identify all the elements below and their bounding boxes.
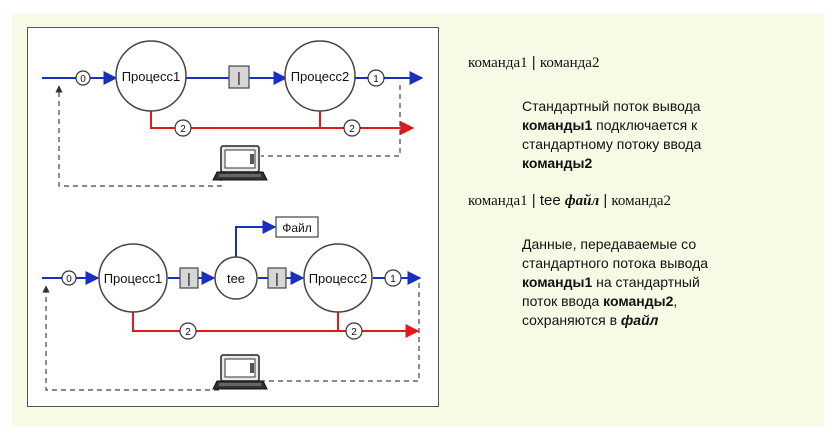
desc1-line3: стандартному потоку ввода: [522, 136, 702, 152]
computer-terminal-icon: [212, 354, 268, 390]
desc2-rest3: на стандартный: [592, 274, 700, 290]
heading-pipe-command: команда1 | команда2: [468, 54, 599, 72]
bottom-pipe1-label: |: [187, 270, 191, 286]
diagram-panel: Процесс1 Процесс2 | 0 1 2 2: [27, 27, 439, 407]
desc2-cmd1: команды1: [522, 274, 593, 290]
desc1-line1: Стандартный поток вывода: [522, 98, 701, 114]
bottom-process1-node: [98, 243, 168, 313]
bottom-file-box: [275, 216, 319, 238]
top-pipe-box: [228, 65, 250, 89]
heading2-separator: |: [599, 192, 612, 209]
top-process2-node: [284, 40, 356, 112]
desc1-cmd2: команды2: [522, 155, 593, 171]
heading-tee-command: команда1 | tee файл | команда2: [468, 192, 671, 210]
bottom-fd1-badge: [384, 269, 402, 287]
bottom-pipe2-label: |: [275, 270, 279, 286]
desc1-cmd1: команды1: [522, 117, 593, 133]
top-dashed-loop: [261, 85, 401, 157]
bottom-pipeline: Файл Процесс1 tee Процесс2 | | 0 1 2 2: [42, 216, 422, 391]
heading1-separator: |: [527, 54, 540, 71]
top-fd2-right-label: 2: [349, 124, 355, 135]
desc2-line5a: сохраняются в: [522, 312, 621, 328]
heading2-mid: | tee: [527, 192, 565, 209]
bottom-tee-node: [214, 256, 258, 300]
bottom-fd2-badge: [179, 322, 197, 340]
bottom-process2-node: [303, 243, 373, 313]
bottom-fd0-badge: [61, 270, 77, 286]
top-fd1-label: 1: [373, 74, 379, 85]
top-stderr-line: [150, 108, 415, 135]
desc1-rest1: подключается к: [592, 117, 698, 133]
desc2-line3: команды1 на стандартный: [522, 273, 772, 292]
desc1-line4: команды2: [522, 154, 772, 173]
bottom-tee-file-arrow: [235, 220, 277, 264]
description-pipe: Стандартный поток вывода команды1 подклю…: [522, 97, 772, 173]
bottom-fd1-label: 1: [390, 274, 396, 285]
desc2-line1: Данные, передаваемые со: [522, 236, 697, 252]
top-pipeline: Процесс1 Процесс2 | 0 1 2 2: [42, 40, 424, 187]
bottom-file-label: Файл: [282, 221, 312, 235]
desc2-line5: сохраняются в файл: [522, 311, 772, 330]
bottom-fd2-label: 2: [185, 327, 191, 338]
top-pipe-label: |: [237, 69, 241, 85]
bottom-tee-label: tee: [227, 271, 245, 286]
desc2-line4b: ,: [673, 293, 678, 309]
desc2-line4a: поток ввода: [522, 293, 604, 309]
heading2-cmd1: команда1: [468, 193, 528, 209]
bottom-pipe2-box: [267, 267, 287, 289]
top-fd2-right-badge: [343, 119, 361, 137]
desc2-line4: поток ввода команды2,: [522, 292, 772, 311]
pipeline-diagram: Процесс1 Процесс2 | 0 1 2 2: [42, 40, 424, 391]
description-tee: Данные, передаваемые со стандартного пот…: [522, 235, 772, 330]
heading1-cmd2: команда2: [539, 55, 600, 71]
bottom-process1-label: Процесс1: [104, 271, 163, 286]
desc2-file: файл: [620, 312, 659, 328]
top-fd1-badge: [367, 69, 385, 87]
heading2-cmd2: команда2: [611, 193, 671, 209]
bottom-stderr-line: [132, 305, 420, 338]
bottom-process2-label: Процесс2: [309, 271, 368, 286]
heading1-cmd1: команда1: [468, 55, 528, 71]
desc1-line2: команды1 подключается к: [522, 116, 772, 135]
top-process1-node: [115, 40, 187, 112]
bottom-fd2-right-label: 2: [351, 327, 357, 338]
top-fd2-label: 2: [180, 124, 186, 135]
bottom-pipe1-box: [179, 267, 199, 289]
top-fd2-badge: [174, 119, 192, 137]
desc2-cmd2: команды2: [603, 293, 674, 309]
top-fd0-label: 0: [80, 74, 86, 85]
bottom-fd2-right-badge: [345, 322, 363, 340]
desc2-line2: стандартного потока вывода: [522, 255, 709, 271]
bottom-fd0-label: 0: [66, 274, 72, 285]
top-process1-label: Процесс1: [122, 69, 181, 84]
computer-terminal-icon: [212, 145, 268, 181]
top-process2-label: Процесс2: [291, 69, 350, 84]
top-fd0-badge: [75, 70, 91, 86]
heading2-file: файл: [564, 193, 600, 209]
